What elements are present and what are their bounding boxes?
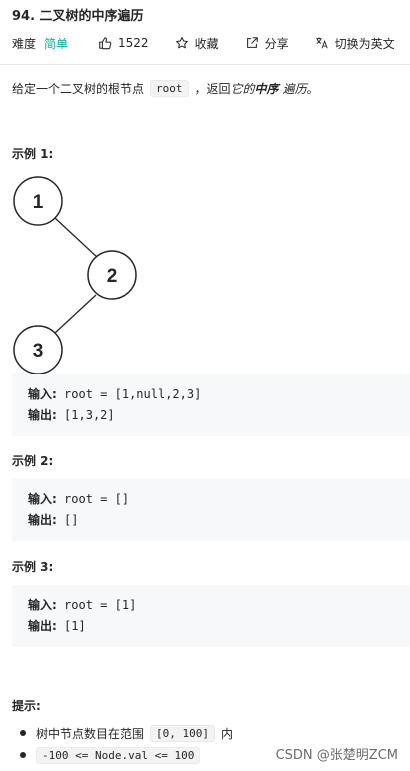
example-2-title: 示例 2:	[12, 454, 54, 468]
like-button[interactable]: 1522	[98, 36, 149, 50]
collect-label: 收藏	[194, 36, 219, 51]
tree-edge-1-2	[54, 217, 99, 259]
header-divider	[0, 64, 410, 65]
example-2-output-label: 输出:	[28, 513, 57, 527]
desc-suffix: 。	[306, 82, 319, 96]
tree-node-3-label: 3	[33, 341, 44, 362]
example-1-tree-diagram: 1 2 3	[13, 176, 137, 375]
desc-inorder: 中序	[254, 82, 279, 96]
hint-1-suffix: 内	[221, 726, 234, 741]
collect-button[interactable]: 收藏	[175, 35, 219, 52]
example-1-code-block: 输入: root = [1,null,2,3] 输出: [1,3,2]	[12, 374, 410, 436]
hints-title: 提示:	[12, 699, 41, 713]
example-1-input: root = [1,null,2,3]	[64, 387, 202, 401]
translate-icon	[315, 37, 328, 49]
csdn-watermark: CSDN @张楚明ZCM	[275, 748, 398, 763]
share-icon	[246, 37, 258, 48]
hints-list: 树中节点数目在范围 [0, 100] 内 -100 <= Node.val <=…	[19, 722, 234, 766]
example-3-title: 示例 3:	[12, 560, 54, 574]
example-2-input: root = []	[64, 492, 130, 506]
star-icon	[175, 37, 188, 49]
tree-node-2	[87, 250, 137, 300]
example-3-output: [1]	[64, 619, 86, 633]
example-2-output: []	[64, 513, 79, 527]
hint-1-code: [0, 100]	[150, 724, 215, 742]
tree-node-1-label: 1	[33, 192, 44, 213]
example-1-input-label: 输入:	[28, 387, 57, 401]
share-button[interactable]: 分享	[245, 35, 289, 52]
desc-traversal: 遍历	[282, 82, 307, 96]
example-3-output-label: 输出:	[28, 619, 57, 633]
problem-description: 给定一个二叉树的根节点 root ，返回 它的 中序 遍历 。	[12, 80, 319, 97]
problem-title: 94. 二叉树的中序遍历	[12, 9, 144, 24]
difficulty-value: 简单	[44, 36, 69, 51]
desc-its: 它的	[230, 82, 255, 96]
desc-middle: ，返回	[194, 82, 231, 96]
problem-meta-bar: 难度 简单 1522 收藏 分享 切换为英文	[12, 34, 395, 52]
share-label: 分享	[264, 36, 289, 51]
language-switch-button[interactable]: 切换为英文	[315, 35, 395, 52]
example-1-output: [1,3,2]	[64, 408, 115, 422]
example-2-input-label: 输入:	[28, 492, 57, 506]
hint-2-code: -100 <= Node.val <= 100	[36, 746, 201, 764]
tree-node-2-label: 2	[107, 266, 118, 287]
like-count: 1522	[118, 36, 149, 50]
thumbs-up-icon	[99, 37, 112, 50]
example-3-input: root = [1]	[64, 598, 137, 612]
example-1-title: 示例 1:	[12, 147, 54, 161]
example-3-code-block: 输入: root = [1] 输出: [1]	[12, 585, 410, 647]
desc-prefix: 给定一个二叉树的根节点	[12, 82, 145, 96]
hint-item-1: 树中节点数目在范围 [0, 100] 内	[19, 722, 234, 744]
language-switch-label: 切换为英文	[334, 36, 395, 51]
hint-item-2: -100 <= Node.val <= 100	[19, 744, 233, 766]
example-3-input-label: 输入:	[28, 598, 57, 612]
difficulty-label: 难度	[12, 36, 37, 51]
desc-code-root: root	[150, 80, 189, 97]
tree-node-1	[13, 176, 63, 226]
example-2-code-block: 输入: root = [] 输出: []	[12, 479, 410, 541]
tree-edge-2-3	[54, 294, 97, 334]
hint-1-prefix: 树中节点数目在范围	[36, 726, 145, 741]
example-1-output-label: 输出:	[28, 408, 57, 422]
